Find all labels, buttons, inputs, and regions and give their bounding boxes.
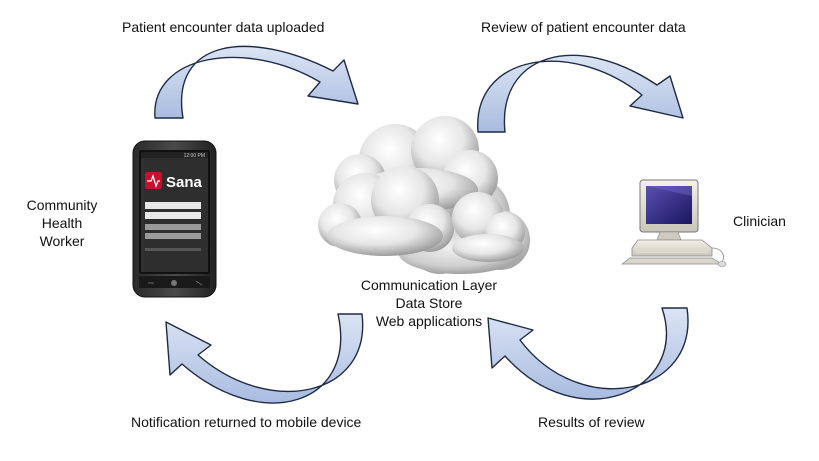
cloud-label-line: Web applications <box>375 313 483 329</box>
arrow-label-notification: Notification returned to mobile device <box>131 414 362 430</box>
arrow-label-review: Review of patient encounter data <box>481 19 686 35</box>
sana-logo-icon <box>145 172 162 189</box>
cloud-label: Communication Layer Data Store Web appli… <box>336 276 522 330</box>
cloud-label-line: Communication Layer <box>360 277 498 293</box>
smartphone-icon: 12:00 PM Sana <box>132 140 217 298</box>
actor-community-health-worker: Community Health Worker <box>14 196 110 250</box>
desktop-computer-icon <box>620 179 727 267</box>
phone-status-time: 12:00 PM <box>184 153 205 159</box>
phone-app-name: Sana <box>166 174 203 191</box>
arrow-label-upload: Patient encounter data uploaded <box>122 19 325 35</box>
curved-arrow-icon <box>487 307 689 400</box>
actor-label-line: Health <box>41 215 83 231</box>
cloud-icon <box>318 116 530 274</box>
cloud-label-line: Data Store <box>395 295 463 311</box>
curved-arrow-icon <box>165 313 364 404</box>
actor-label-line: Community <box>26 197 98 213</box>
curved-arrow-icon <box>477 54 684 133</box>
actor-label-line: Worker <box>39 233 85 249</box>
curved-arrow-icon <box>154 45 359 119</box>
actor-clinician: Clinician <box>733 213 786 229</box>
arrow-label-results: Results of review <box>538 414 645 430</box>
